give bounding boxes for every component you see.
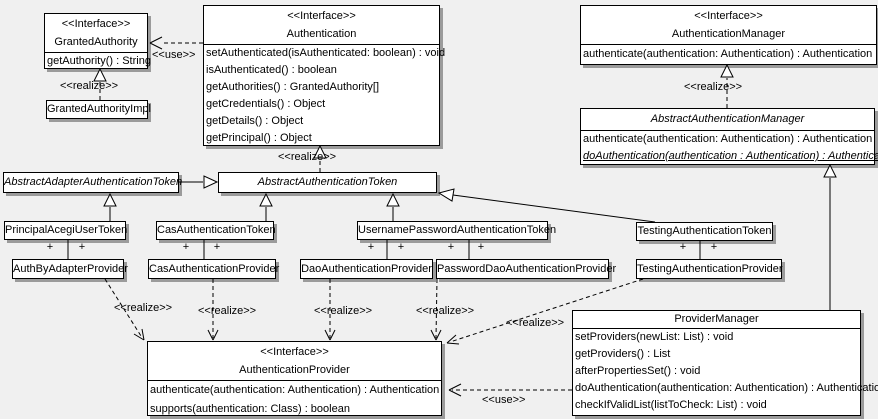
edge-label-use: <<use>> xyxy=(482,394,526,406)
assoc-end-plus: + xyxy=(710,241,718,253)
edge-gen-cas-token[interactable] xyxy=(259,192,273,221)
class-cas-authentication-token[interactable]: CasAuthenticationToken xyxy=(156,221,276,240)
class-name: Authentication xyxy=(286,28,357,40)
class-name: AbstractAuthenticationManager xyxy=(650,113,805,125)
method: setProviders(newList: List) : void xyxy=(575,331,734,343)
class-auth-by-adapter-provider[interactable]: AuthByAdapterProvider xyxy=(12,259,128,279)
stereotype-label: <<Interface>> xyxy=(61,18,131,30)
class-name: UsernamePasswordAuthenticationToken xyxy=(358,224,557,236)
edge-use-authentication-grantedauthority[interactable] xyxy=(149,36,203,50)
class-testing-authentication-token[interactable]: TestingAuthenticationToken xyxy=(636,222,773,241)
method: getPrincipal() : Object xyxy=(206,132,312,144)
class-granted-authority[interactable]: <<Interface>> GrantedAuthority getAuthor… xyxy=(44,13,151,69)
class-name: AuthenticationManager xyxy=(671,28,786,40)
class-principal-acegi-user-token[interactable]: PrincipalAcegiUserToken xyxy=(4,221,128,240)
class-authentication[interactable]: <<Interface>> Authentication setAuthenti… xyxy=(203,5,446,146)
class-abstract-authentication-manager[interactable]: AbstractAuthenticationManager authentica… xyxy=(580,108,878,165)
class-name: AuthenticationProvider xyxy=(239,364,350,376)
class-name: GrantedAuthority xyxy=(54,36,138,48)
assoc-end-plus: + xyxy=(367,241,375,253)
method: getCredentials() : Object xyxy=(206,98,326,110)
assoc-end-plus: + xyxy=(46,241,54,253)
assoc-end-plus: + xyxy=(477,241,485,253)
class-name: AuthByAdapterProvider xyxy=(13,263,128,275)
edge-label-realize: <<realize>> xyxy=(314,305,373,317)
class-username-password-authentication-token[interactable]: UsernamePasswordAuthenticationToken xyxy=(357,221,557,240)
edge-label-realize: <<realize>> xyxy=(416,305,475,317)
method: authenticate(authentication: Authenticat… xyxy=(583,133,873,145)
class-dao-authentication-provider[interactable]: DaoAuthenticationProvider xyxy=(300,259,433,279)
method: afterPropertiesSet() : void xyxy=(575,365,701,377)
assoc-end-plus: + xyxy=(679,241,687,253)
class-name: CasAuthenticationProvider xyxy=(149,263,280,275)
class-name: CasAuthenticationToken xyxy=(157,224,276,236)
edge-gen-principal-token[interactable] xyxy=(103,192,117,221)
edge-gen-usernamepassword-token[interactable] xyxy=(386,192,400,221)
method: getDetails() : Object xyxy=(206,115,304,127)
assoc-end-plus: + xyxy=(447,241,455,253)
edge-label-realize: <<realize>> xyxy=(114,302,173,314)
edge-label-realize: <<realize>> xyxy=(278,151,337,163)
class-authentication-manager[interactable]: <<Interface>> AuthenticationManager auth… xyxy=(580,5,877,65)
edge-label-realize: <<realize>> xyxy=(684,81,743,93)
edge-label-realize: <<realize>> xyxy=(506,317,565,329)
edge-gen-testing-token[interactable] xyxy=(437,188,656,223)
class-name: DaoAuthenticationProvider xyxy=(301,263,432,275)
method: setAuthenticated(isAuthenticated: boolea… xyxy=(206,47,446,59)
class-password-dao-authentication-provider[interactable]: PasswordDaoAuthenticationProvider xyxy=(436,259,617,279)
class-cas-authentication-provider[interactable]: CasAuthenticationProvider xyxy=(148,259,280,279)
edge-label-use: <<use>> xyxy=(152,49,196,61)
method: doAuthentication(authentication : Authen… xyxy=(583,150,878,162)
method: isAuthenticated() : boolean xyxy=(206,64,337,76)
class-authentication-provider[interactable]: <<Interface>> AuthenticationProvider aut… xyxy=(147,341,442,416)
edge-gen-adapter-token[interactable] xyxy=(179,175,219,189)
class-name: AbstractAdapterAuthenticationToken xyxy=(4,176,183,188)
class-testing-authentication-provider[interactable]: TestingAuthenticationProvider xyxy=(636,259,783,279)
class-granted-authority-impl[interactable]: GrantedAuthorityImpl xyxy=(46,100,151,119)
edge-label-realize: <<realize>> xyxy=(198,305,257,317)
assoc-end-plus: + xyxy=(397,241,405,253)
assoc-end-plus: + xyxy=(78,241,86,253)
edge-label-realize: <<realize>> xyxy=(60,80,119,92)
method: authenticate(authentication: Authenticat… xyxy=(150,384,440,396)
method: supports(authentication: Class) : boolea… xyxy=(150,403,350,415)
stereotype-label: <<Interface>> xyxy=(287,10,356,22)
class-name: PrincipalAcegiUserToken xyxy=(5,224,128,236)
stereotype-label: <<Interface>> xyxy=(694,10,763,22)
assoc-end-plus: + xyxy=(213,241,221,253)
class-name: GrantedAuthorityImpl xyxy=(47,103,151,115)
class-name: AbstractAuthenticationToken xyxy=(257,176,398,188)
method: authenticate(authentication: Authenticat… xyxy=(583,48,873,60)
class-name: PasswordDaoAuthenticationProvider xyxy=(437,263,617,275)
class-abstract-adapter-authentication-token[interactable]: AbstractAdapterAuthenticationToken xyxy=(3,172,183,193)
class-name: ProviderManager xyxy=(674,313,759,325)
method: checkIfValidList(listToCheck: List) : vo… xyxy=(575,399,767,411)
stereotype-label: <<Interface>> xyxy=(260,346,329,358)
edge-gen-provider-manager[interactable] xyxy=(823,163,837,310)
method: getAuthorities() : GrantedAuthority[] xyxy=(206,81,380,93)
method: getAuthority() : String xyxy=(47,55,151,67)
method: doAuthentication(authentication: Authent… xyxy=(575,382,878,394)
class-name: TestingAuthenticationProvider xyxy=(637,263,783,275)
assoc-end-plus: + xyxy=(182,241,190,253)
class-provider-manager[interactable]: ProviderManager setProviders(newList: Li… xyxy=(572,310,878,416)
class-name: TestingAuthenticationToken xyxy=(637,225,772,237)
method: getProviders() : List xyxy=(575,348,671,360)
class-abstract-authentication-token[interactable]: AbstractAuthenticationToken xyxy=(218,172,437,193)
